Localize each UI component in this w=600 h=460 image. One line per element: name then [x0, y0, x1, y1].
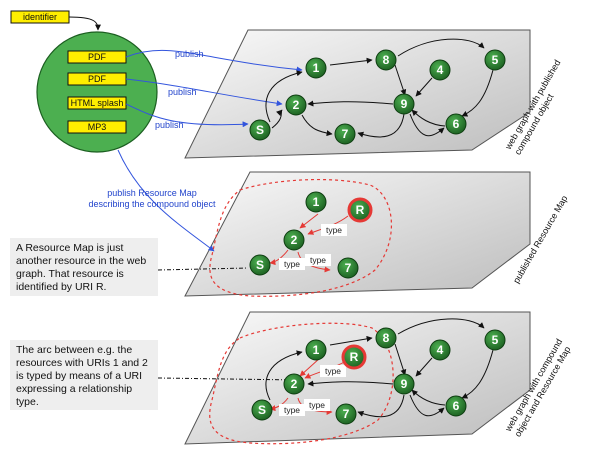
node-r: R [341, 344, 367, 370]
node-2: 2 [283, 373, 305, 395]
node-4: 4 [429, 59, 451, 81]
publish-label: publish [168, 87, 197, 97]
svg-text:6: 6 [453, 117, 460, 131]
note-resource-map: A Resource Map is just another resource … [10, 238, 158, 296]
publish-arrow-1 [125, 49, 303, 73]
svg-text:7: 7 [342, 127, 349, 141]
bottom-graph-edges [265, 318, 494, 418]
node-2: 2 [285, 94, 307, 116]
note-typed-arc: The arc between e.g. the resources with … [10, 340, 158, 410]
node-7: 7 [335, 403, 357, 425]
node-1: 1 [305, 57, 327, 79]
svg-text:5: 5 [492, 333, 499, 347]
type-label: type [284, 259, 300, 269]
plane-bottom [184, 311, 531, 445]
svg-text:4: 4 [437, 343, 444, 357]
svg-text:2: 2 [293, 98, 300, 112]
identifier-label: identifier [23, 12, 57, 22]
svg-text:S: S [258, 403, 266, 417]
node-s: S [249, 119, 271, 141]
type-label: type [310, 255, 326, 265]
publish-map-arrow [117, 149, 215, 252]
publish-arrow-2 [125, 78, 283, 107]
node-7: 7 [337, 257, 359, 279]
svg-text:R: R [350, 350, 359, 364]
node-5: 5 [484, 49, 506, 71]
svg-text:7: 7 [343, 407, 350, 421]
node-1: 1 [305, 339, 327, 361]
top-graph-edges [265, 38, 494, 138]
publish-arrow-3 [125, 103, 249, 128]
node-6: 6 [445, 395, 467, 417]
svg-text:4: 4 [437, 63, 444, 77]
type-label-box [305, 254, 331, 266]
note-leader-line [157, 267, 249, 271]
resource-map-boundary [209, 322, 394, 445]
type-label-box [321, 224, 347, 236]
node-4: 4 [429, 339, 451, 361]
type-label: type [326, 225, 342, 235]
node-2: 2 [283, 229, 305, 251]
svg-text:S: S [256, 258, 264, 272]
compound-item-mp3 [67, 120, 127, 134]
plane-middle [184, 171, 531, 297]
node-r: R [347, 197, 373, 223]
svg-text:R: R [356, 203, 365, 217]
svg-text:S: S [256, 123, 264, 137]
publish-label: publish [155, 120, 184, 130]
type-label: type [309, 400, 325, 410]
compound-item-label: HTML splash [71, 98, 124, 108]
publish-map-label: describing the compound object [88, 199, 216, 209]
type-label-box [304, 399, 330, 411]
node-9: 9 [393, 373, 415, 395]
svg-text:6: 6 [453, 399, 460, 413]
svg-text:7: 7 [345, 261, 352, 275]
type-label-box [279, 258, 305, 270]
compound-item-label: PDF [88, 52, 107, 62]
node-1: 1 [305, 191, 327, 213]
type-label-box [279, 404, 305, 416]
svg-text:2: 2 [291, 377, 298, 391]
node-9: 9 [393, 93, 415, 115]
compound-item-label: MP3 [88, 122, 107, 132]
node-7: 7 [334, 123, 356, 145]
svg-text:9: 9 [401, 97, 408, 111]
plane-top [184, 29, 531, 159]
svg-text:9: 9 [401, 377, 408, 391]
svg-text:1: 1 [313, 195, 320, 209]
compound-item-label: PDF [88, 74, 107, 84]
svg-text:8: 8 [383, 331, 390, 345]
svg-text:2: 2 [291, 233, 298, 247]
svg-text:5: 5 [492, 53, 499, 67]
node-6: 6 [445, 113, 467, 135]
node-s: S [249, 254, 271, 276]
type-label: type [284, 405, 300, 415]
node-s: S [251, 399, 273, 421]
svg-text:1: 1 [313, 343, 320, 357]
publish-label: publish [175, 49, 204, 59]
node-8: 8 [375, 49, 397, 71]
resource-map-boundary [209, 178, 393, 297]
node-8: 8 [375, 327, 397, 349]
compound-object-circle [36, 31, 158, 153]
type-label: type [325, 366, 341, 376]
svg-text:8: 8 [383, 53, 390, 67]
svg-text:1: 1 [313, 61, 320, 75]
identifier-arrow [68, 16, 101, 31]
type-label-box [320, 365, 346, 377]
compound-item-html-splash [67, 96, 127, 110]
publish-map-label: publish Resource Map [107, 188, 197, 198]
node-5: 5 [484, 329, 506, 351]
note-leader-line [157, 377, 301, 381]
